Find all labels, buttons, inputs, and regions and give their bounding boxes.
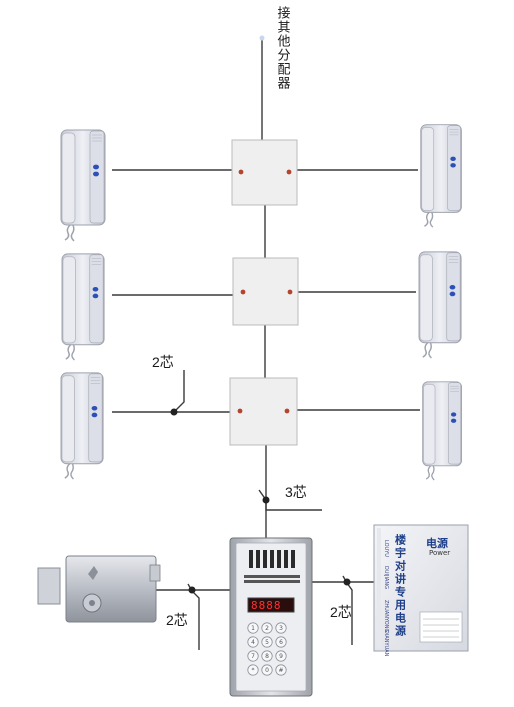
psu-pinyin-line: ZHUANYONG: [383, 600, 389, 632]
junction-dot: [259, 35, 265, 41]
wire-lock-tap: [187, 583, 200, 650]
keypad-key: 4: [247, 636, 259, 648]
psu-spec-label: [419, 611, 463, 643]
label-two-core-power: 2芯: [330, 604, 352, 620]
keypad-key-label: *: [252, 667, 255, 674]
keypad-key: 1: [247, 622, 259, 634]
keypad-key-label: 6: [279, 639, 283, 646]
junction-dot: [170, 408, 178, 416]
keypad-key-label: 2: [265, 625, 269, 632]
junction-dot: [188, 586, 196, 594]
splitter-box: [229, 377, 298, 446]
keypad-key-label: #: [278, 667, 283, 674]
speaker-grille: [249, 550, 295, 568]
keypad-key-label: 9: [279, 653, 283, 660]
keypad-key-label: 3: [279, 625, 283, 632]
wire-three-core-tap: [258, 489, 322, 511]
psu-pinyin: LOUYU DUIJIANG ZHUANYONG DIANYUAN: [383, 540, 389, 657]
keypad: 1 2 3 4 5 6 7 8 9 * 0 #: [247, 622, 287, 676]
keypad-key: 9: [275, 650, 287, 662]
indoor-handset: [420, 123, 463, 228]
psu-pinyin-line: LOUYU: [383, 540, 389, 557]
psu-pinyin-line: DIANYUAN: [383, 630, 389, 657]
label-two-core-lock: 2芯: [166, 612, 188, 628]
splitter-box: [232, 257, 299, 326]
power-supply: 电源 Power 楼宇对讲专用电源 LOUYU DUIJIANG ZHUANYO…: [373, 524, 469, 657]
keypad-key: #: [275, 664, 287, 676]
keypad-key-label: 0: [265, 667, 269, 674]
panel-display: [247, 597, 295, 613]
indoor-handset: [60, 129, 106, 242]
top-label: 接其他分配器: [275, 5, 291, 90]
panel-display-digits: 8888: [251, 599, 282, 612]
junction-dot: [262, 496, 270, 504]
splitter-box: [231, 139, 298, 206]
keypad-key: 3: [275, 622, 287, 634]
door-panel: 8888 1 2 3 4 5 6 7 8 9 * 0 #: [229, 537, 313, 697]
keypad-key: 6: [275, 636, 287, 648]
junction-dot: [343, 578, 351, 586]
indoor-handset: [61, 253, 105, 361]
psu-title-en: Power: [429, 549, 450, 557]
junction-dots: [170, 35, 351, 594]
wire-two-core-branch: [173, 370, 185, 413]
label-two-core-left: 2芯: [152, 354, 174, 370]
electric-lock: [37, 555, 161, 623]
indoor-handset: [60, 372, 104, 480]
keypad-key: 2: [261, 622, 273, 634]
keypad-key: 8: [261, 650, 273, 662]
psu-pinyin-line: DUIJIANG: [383, 566, 389, 589]
indoor-handset: [418, 251, 462, 359]
keypad-key: 0: [261, 664, 273, 676]
keypad-key-label: 1: [251, 625, 255, 632]
keypad-key-label: 7: [251, 653, 255, 660]
keypad-key: 7: [247, 650, 259, 662]
keypad-key-label: 8: [265, 653, 269, 660]
psu-title: 电源: [426, 536, 448, 550]
keypad-key: 5: [261, 636, 273, 648]
keypad-key: *: [247, 664, 259, 676]
keypad-key-label: 4: [251, 639, 255, 646]
indoor-handset: [421, 381, 463, 481]
label-three-core: 3芯: [285, 484, 307, 500]
keypad-key-label: 5: [265, 639, 269, 646]
psu-vertical-text: 楼宇对讲专用电源: [394, 533, 407, 638]
